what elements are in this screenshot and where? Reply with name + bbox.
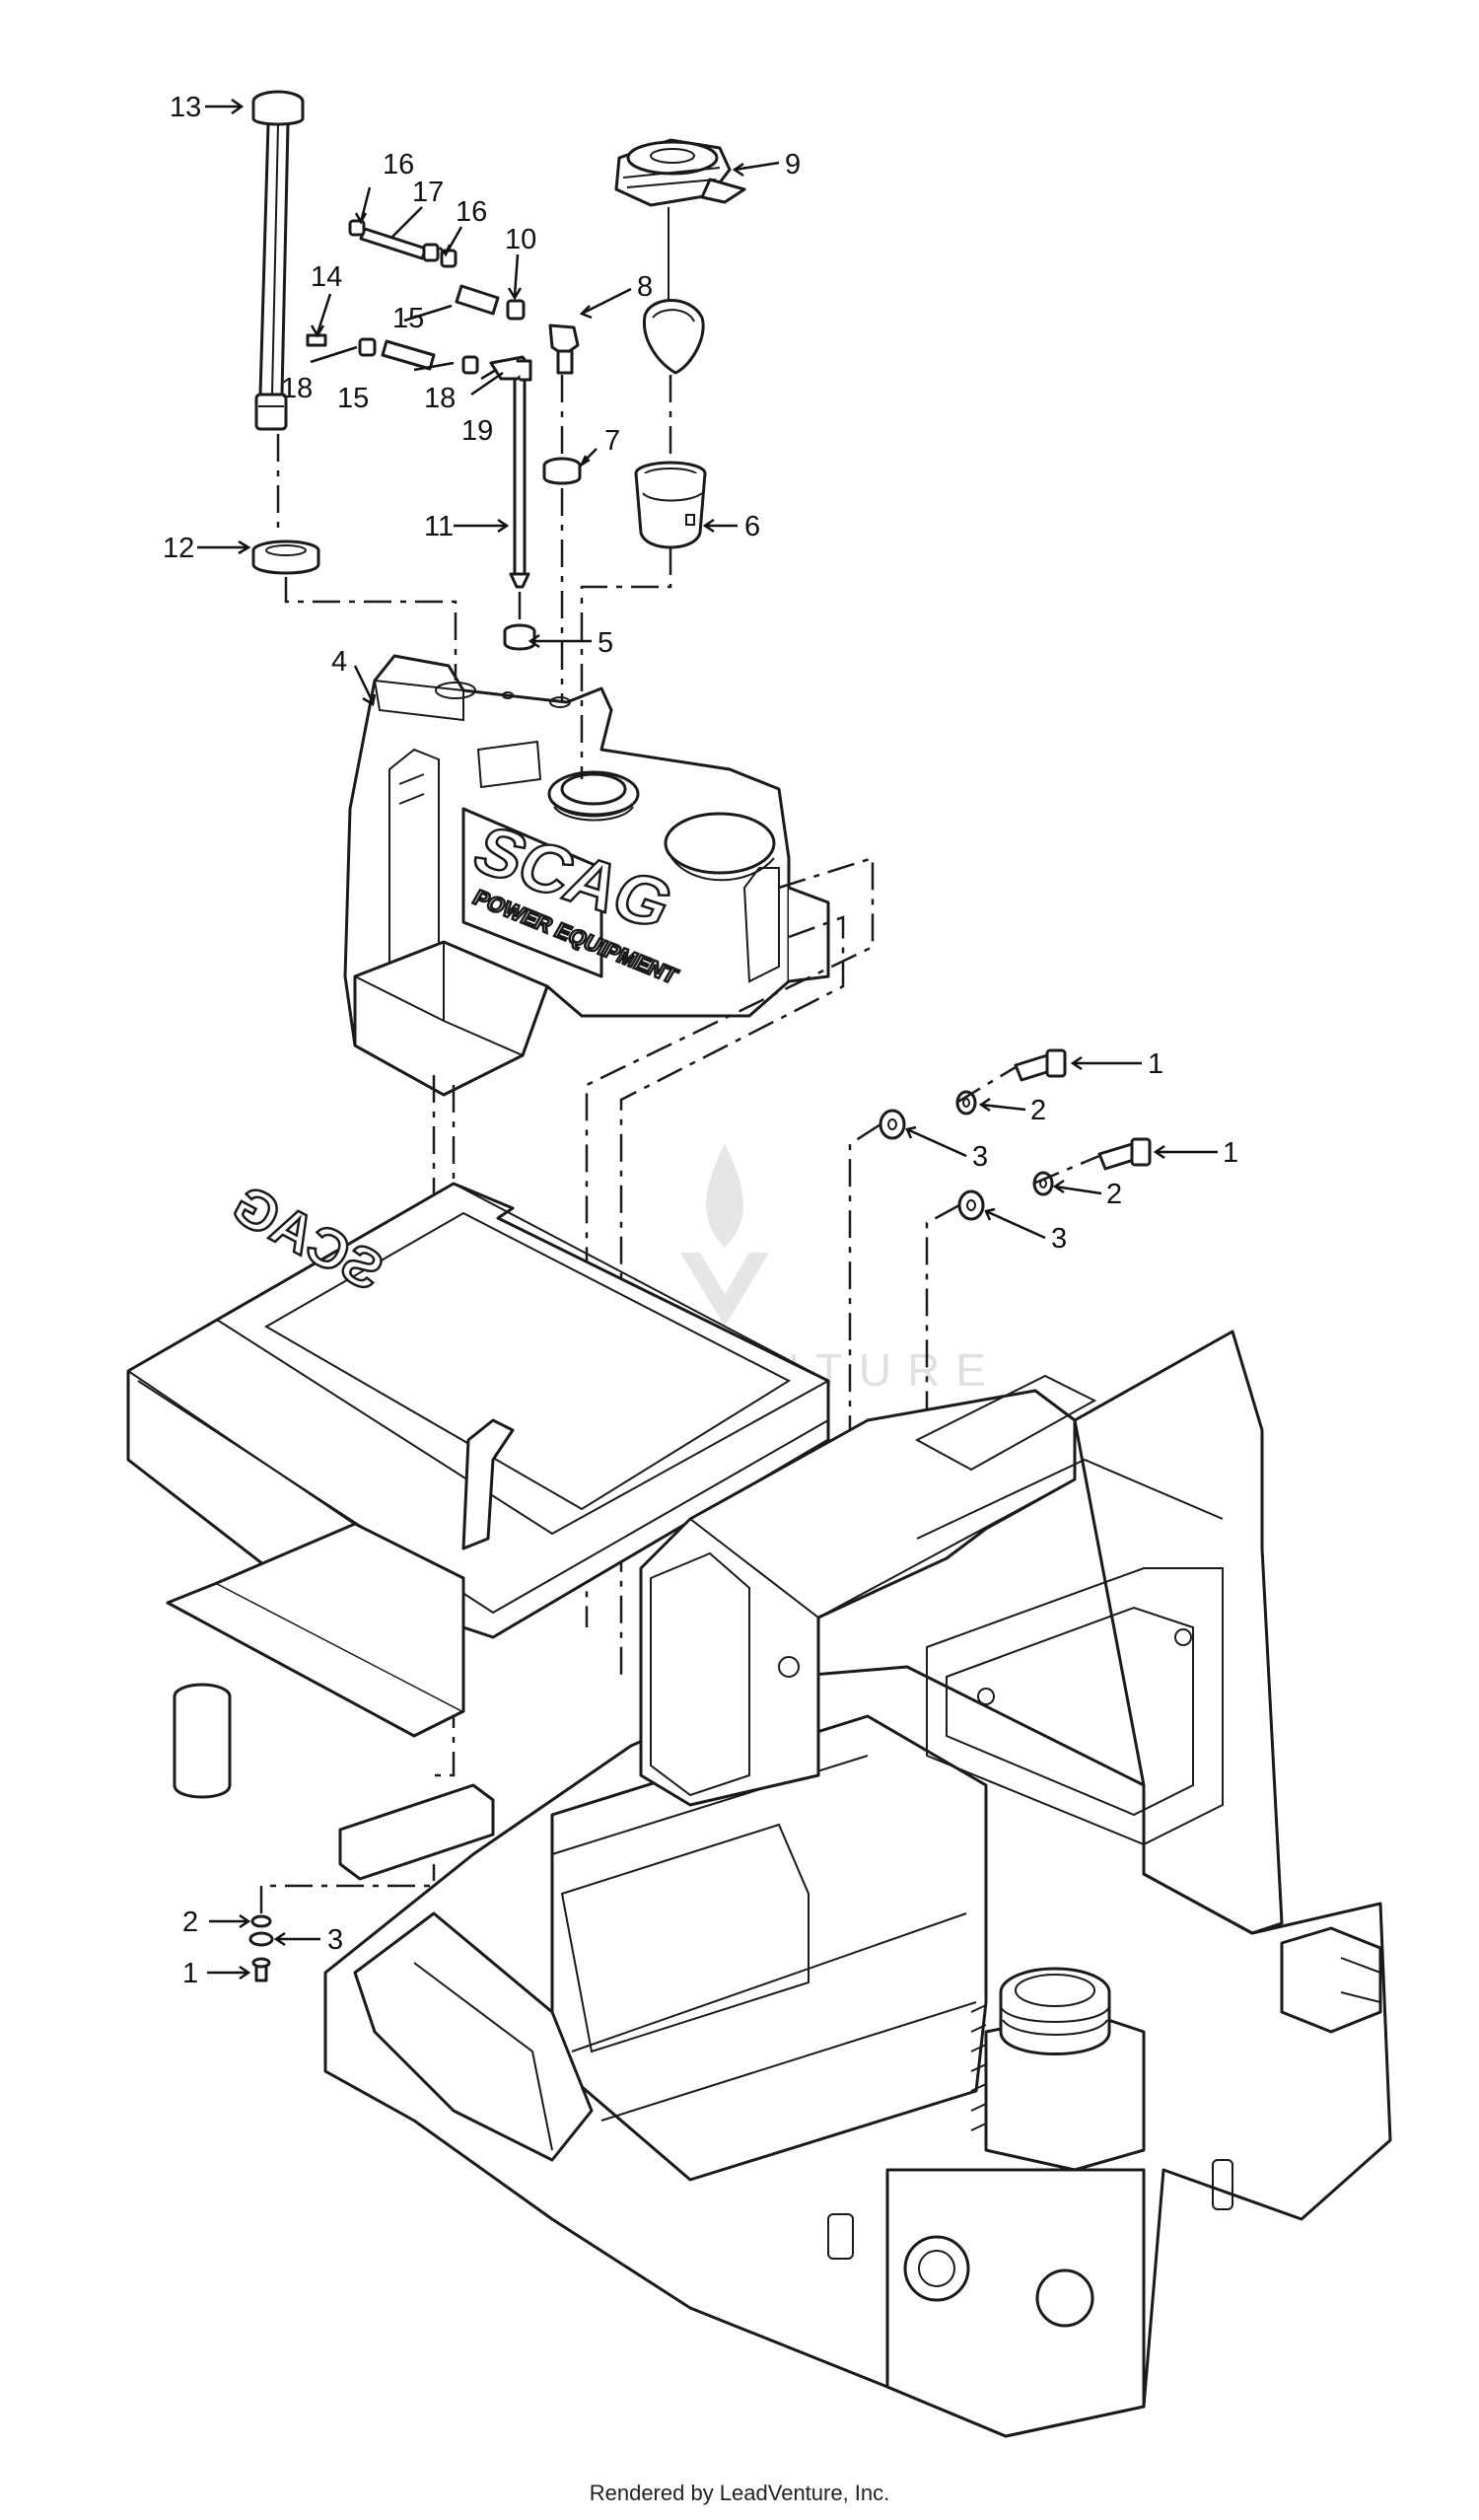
callout-17: 17	[412, 177, 444, 208]
fuel-tank-4[interactable]: SCAG POWER EQUIPMENT	[343, 654, 830, 1097]
callout-2: 2	[1106, 1179, 1122, 1210]
filler-neck-6[interactable]	[634, 461, 707, 549]
bolt-1-upper[interactable]	[1014, 1048, 1067, 1082]
callout-7: 7	[604, 425, 620, 457]
callout-19: 19	[461, 415, 493, 447]
callout-13: 13	[170, 92, 201, 123]
callout-1: 1	[1148, 1048, 1163, 1080]
callout-2: 2	[1030, 1095, 1046, 1126]
callout-4: 4	[331, 646, 347, 678]
callout-10: 10	[505, 224, 536, 255]
callout-3: 3	[1051, 1223, 1067, 1255]
callout-leaders	[197, 98, 1218, 1980]
callout-9: 9	[785, 149, 801, 180]
fuel-line-assembly[interactable]	[306, 219, 580, 382]
bottom-hardware[interactable]	[248, 1914, 274, 1982]
callout-labels: 13 16 17 16 10 14 15 8 9 18 15 18 19 7 1…	[163, 92, 1238, 1989]
dipstick-11[interactable]	[509, 378, 530, 589]
callout-16: 16	[456, 196, 487, 228]
callout-18: 18	[281, 373, 313, 404]
grommet-12[interactable]	[251, 540, 320, 575]
callout-5: 5	[598, 627, 613, 659]
washer-2-upper[interactable]	[955, 1090, 977, 1116]
washer-3-lower[interactable]	[957, 1189, 985, 1221]
fuel-cap-9[interactable]	[614, 138, 746, 375]
callout-3: 3	[327, 1924, 343, 1956]
callout-1: 1	[1223, 1137, 1238, 1169]
mower-frame[interactable]: SCAG	[126, 1172, 1392, 2438]
bolt-1-lower[interactable]	[1097, 1137, 1152, 1171]
callout-11: 11	[424, 511, 454, 542]
callout-18: 18	[424, 383, 456, 414]
grommet-5[interactable]	[503, 623, 536, 651]
callout-12: 12	[163, 533, 194, 564]
callout-6: 6	[744, 511, 760, 542]
grommet-7[interactable]	[542, 457, 582, 485]
fuel-sending-unit[interactable]	[251, 90, 305, 431]
callout-14: 14	[311, 261, 342, 293]
callout-1: 1	[182, 1958, 198, 1989]
callout-8: 8	[637, 271, 653, 303]
callout-2: 2	[182, 1907, 198, 1938]
vent-slots	[970, 2004, 987, 2131]
footer-credit: Rendered by LeadVenture, Inc.	[589, 2481, 890, 2505]
washer-3-upper[interactable]	[879, 1109, 906, 1140]
callout-15: 15	[392, 303, 424, 334]
callout-16: 16	[383, 149, 414, 180]
callout-3: 3	[972, 1141, 988, 1173]
callout-15: 15	[337, 383, 369, 414]
